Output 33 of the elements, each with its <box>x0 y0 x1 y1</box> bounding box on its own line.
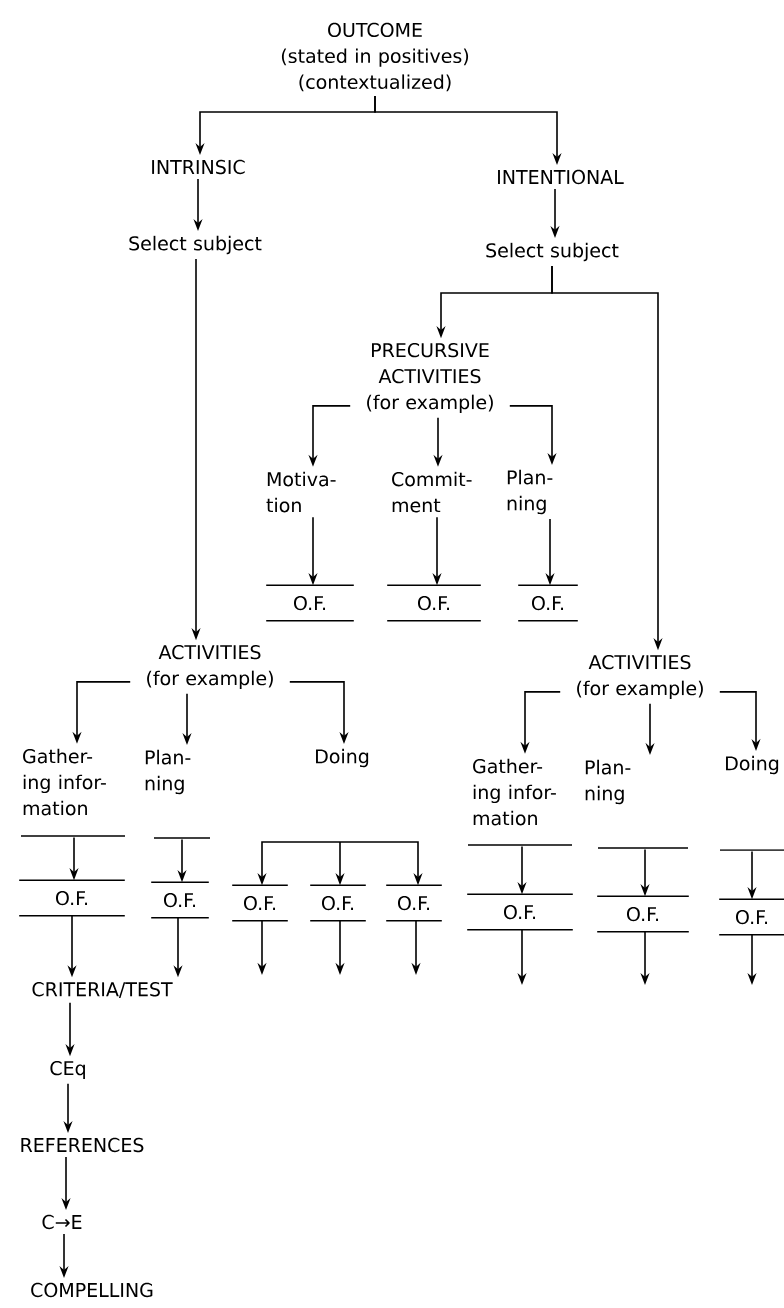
bracketed-label: O.F. <box>466 893 574 931</box>
step-label: Gather- ing infor- mation <box>23 748 106 816</box>
bracketed-label: O.F. <box>150 881 210 919</box>
step-label: Plan- ning <box>585 759 631 805</box>
bracketed-label: O.F. <box>386 584 482 622</box>
step-label: INTENTIONAL <box>498 169 624 185</box>
step-label: COMPELLING <box>31 1282 153 1298</box>
step-label: Select subject <box>129 235 262 255</box>
step-label: ACTIVITIES (for example) <box>577 654 703 700</box>
step-label: Motiva- tion <box>266 471 336 513</box>
step-label: Plan- ning <box>507 469 553 515</box>
bracketed-label: O.F. <box>385 884 443 922</box>
bracketed-label: O.F. <box>718 898 784 936</box>
step-label: C→E <box>42 1214 82 1230</box>
step-label: Gather- ing infor- mation <box>473 758 556 826</box>
bracketed-label: O.F. <box>596 895 690 933</box>
bracketed-label: O.F. <box>265 584 355 622</box>
step-label: Plan- ning <box>145 749 191 795</box>
step-label: CRITERIA/TEST <box>32 982 173 998</box>
step-label: OUTCOME (stated in positives) (contextualized) <box>281 22 469 92</box>
step-label: ACTIVITIES (for example) <box>147 644 273 690</box>
step-label: Doing <box>316 748 369 768</box>
step-label: INTRINSIC <box>152 159 245 175</box>
bracketed-label: O.F. <box>517 584 579 622</box>
step-label: Commit- ment <box>392 471 472 513</box>
step-label: REFERENCES <box>21 1137 144 1153</box>
step-label: CEq <box>50 1060 85 1080</box>
step-label: Select subject <box>486 242 619 262</box>
step-label: Doing <box>726 755 779 775</box>
bracketed-label: O.F. <box>309 884 367 922</box>
bracketed-label: O.F. <box>231 884 289 922</box>
step-label: PRECURSIVE ACTIVITIES (for example) <box>367 342 493 414</box>
bracketed-label: O.F. <box>18 879 126 917</box>
